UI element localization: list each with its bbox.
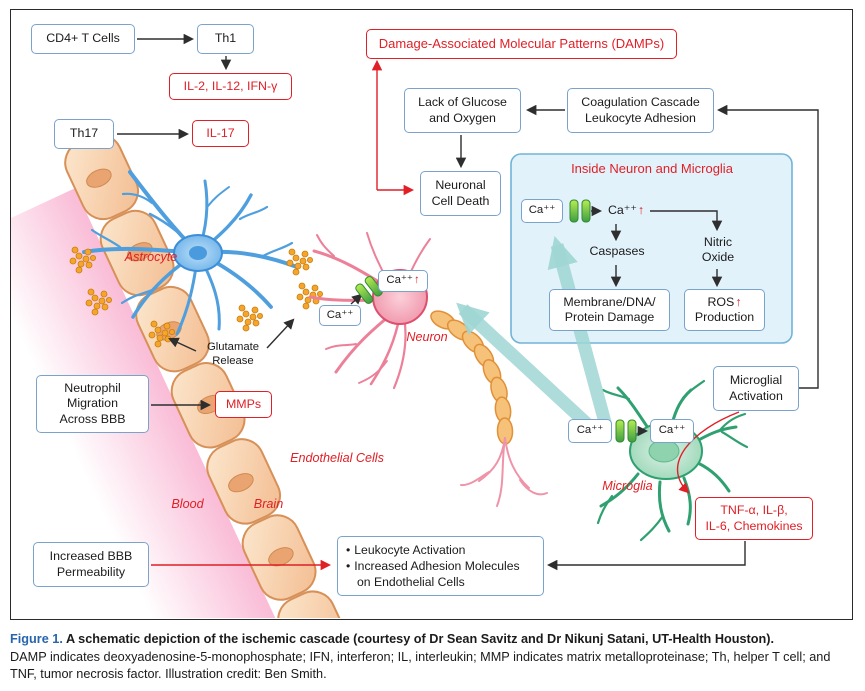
leukocyte-activation-box: •Leukocyte Activation •Increased Adhesio… <box>337 536 544 596</box>
neuron-ca-high-text: Ca⁺⁺ <box>386 274 413 287</box>
glucose-oxygen-box: Lack of Glucose and Oxygen <box>404 88 521 133</box>
list-item: •Leukocyte Activation <box>346 542 466 557</box>
up-arrow-icon: ↑ <box>413 274 420 287</box>
astrocyte-label: Astrocyte <box>124 250 178 264</box>
cytokines-il2-box: IL-2, IL-12, IFN-γ <box>169 73 292 100</box>
astrocyte-cell <box>82 170 299 336</box>
microglia-ca-left-box: Ca⁺⁺ <box>568 419 612 443</box>
ros-production-box: ROS↑ Production <box>684 289 765 331</box>
neuron-label: Neuron <box>406 330 448 344</box>
brain-label: Brain <box>253 497 284 511</box>
blood-label: Blood <box>171 497 204 511</box>
caption-title: A schematic depiction of the ischemic ca… <box>65 632 775 646</box>
panel-title: Inside Neuron and Microglia <box>571 161 733 176</box>
flow-arrows <box>117 33 819 571</box>
caption-title-line: Figure 1. A schematic depiction of the i… <box>10 631 855 649</box>
bullet-icon: • <box>346 542 351 557</box>
nitric-oxide-label: Nitric Oxide <box>701 234 735 265</box>
endothelial-cells-label: Endothelial Cells <box>290 451 384 465</box>
th17-box: Th17 <box>54 119 114 149</box>
figure-caption: Figure 1. A schematic depiction of the i… <box>10 631 855 684</box>
panel-ca-in-box: Ca⁺⁺ <box>521 199 563 223</box>
cd4-tcells-box: CD4+ T Cells <box>31 24 135 54</box>
list-item: •Increased Adhesion Molecules on Endothe… <box>346 558 520 590</box>
neuron-ca-high-box: Ca⁺⁺↑ <box>378 270 428 292</box>
membrane-damage-box: Membrane/DNA/ Protein Damage <box>549 289 670 331</box>
calcium-signal-arrows <box>456 235 613 439</box>
axon-terminals <box>460 437 548 507</box>
caspases-label: Caspases <box>589 244 645 259</box>
glutamate-release-label: Glutamate Release <box>206 340 260 367</box>
il17-box: IL-17 <box>192 120 249 147</box>
up-arrow-icon: ↑ <box>735 295 742 310</box>
bullet-icon: • <box>346 558 351 573</box>
neuronal-death-box: Neuronal Cell Death <box>420 171 501 216</box>
panel-ca-raised-text: Ca⁺⁺ <box>607 203 637 218</box>
panel-ca-raised: Ca⁺⁺↑ <box>602 200 650 222</box>
coagulation-box: Coagulation Cascade Leukocyte Adhesion <box>567 88 714 133</box>
ros-line1: ROS↑ <box>707 295 742 310</box>
th1-box: Th1 <box>197 24 254 54</box>
microglia-label: Microglia <box>602 479 653 493</box>
figure-frame <box>10 9 853 620</box>
figure-number: Figure 1. <box>10 632 63 646</box>
microglial-activation-box: Microglial Activation <box>713 366 799 411</box>
mmps-box: MMPs <box>215 391 272 418</box>
red-arrows <box>151 59 740 571</box>
neuron-ca-low-box: Ca⁺⁺ <box>319 305 361 326</box>
damps-box: Damage-Associated Molecular Patterns (DA… <box>366 29 677 59</box>
caption-abbreviations: DAMP indicates deoxyadenosine-5-monophos… <box>10 649 831 682</box>
bbb-permeability-box: Increased BBB Permeability <box>33 542 149 587</box>
neutrophil-migration-box: Neutrophil Migration Across BBB <box>36 375 149 433</box>
up-arrow-icon: ↑ <box>637 203 645 218</box>
ros-line2: Production <box>694 310 755 324</box>
microglia-ca-right-box: Ca⁺⁺ <box>650 419 694 443</box>
tnf-cytokines-box: TNF-α, IL-β, IL-6, Chemokines <box>695 497 813 540</box>
